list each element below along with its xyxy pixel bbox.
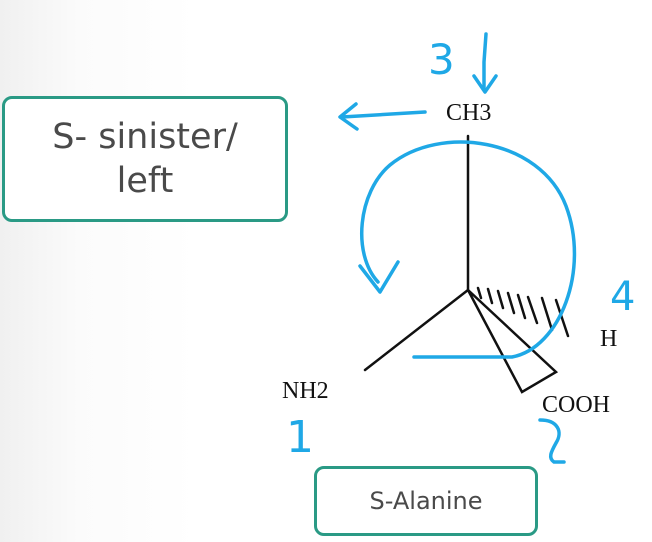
atom-ch3: CH3 (446, 100, 491, 126)
bracket-mark (538, 418, 566, 464)
left-arrow-icon (338, 102, 359, 131)
sinister-label-line1: S- sinister/ (52, 117, 238, 157)
sinister-label-line2: left (116, 161, 174, 201)
atom-nh2: NH2 (282, 378, 329, 404)
priority-1: 1 (286, 412, 314, 463)
down-arrow-icon (472, 74, 498, 94)
molecule-name-box: S-Alanine (314, 466, 538, 536)
priority-4: 4 (610, 274, 635, 320)
hashed-bond-h (476, 286, 570, 338)
bond-nh2 (363, 288, 470, 372)
left-arrow-line (340, 110, 427, 119)
rotation-arrow-icon (358, 260, 400, 294)
priority-3: 3 (428, 35, 455, 84)
down-arrow-line (482, 32, 488, 90)
molecule-name-label: S-Alanine (369, 487, 483, 515)
atom-cooh: COOH (542, 392, 610, 418)
rotation-arrow-path (359, 140, 577, 359)
atom-h: H (600, 326, 617, 352)
sinister-label-box: S- sinister/ left (2, 96, 288, 222)
wedge-bond-cooh (466, 288, 559, 394)
